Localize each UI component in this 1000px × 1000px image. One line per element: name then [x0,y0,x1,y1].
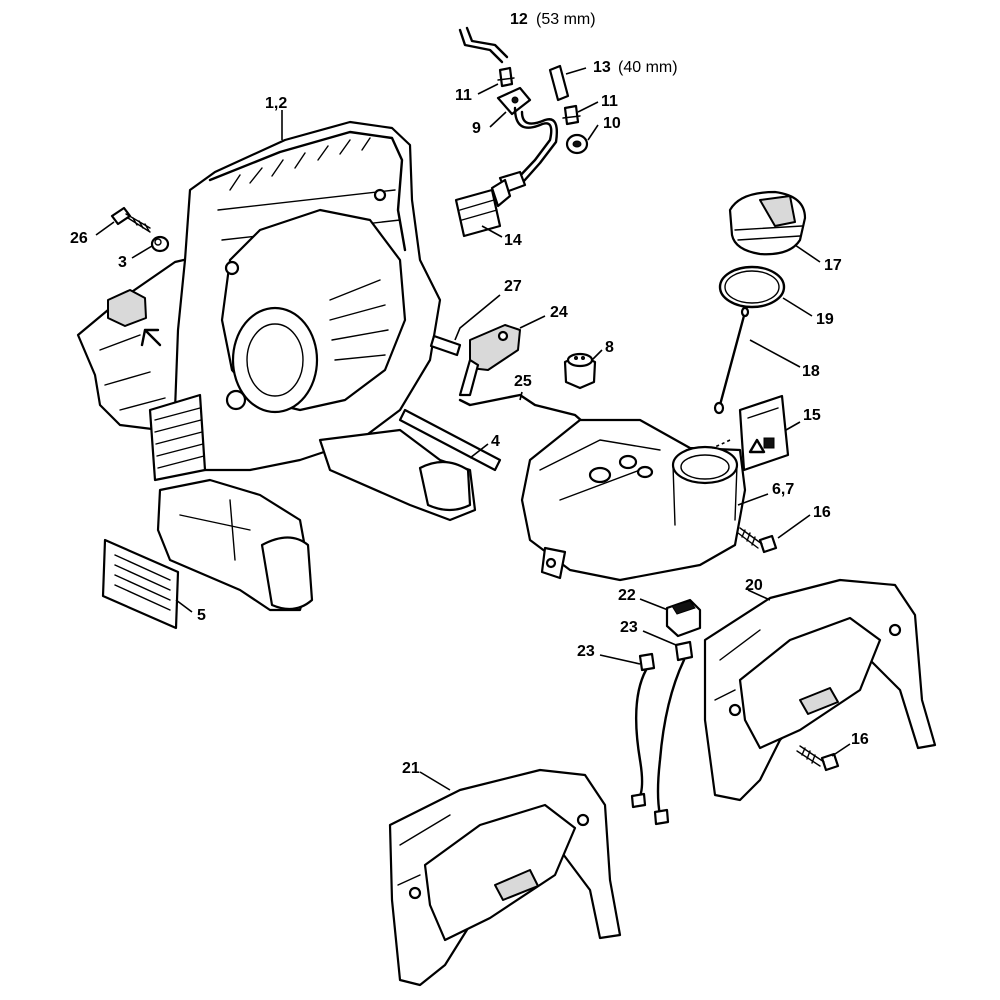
leader-lines [95,67,851,791]
callout-22: 22 [618,587,636,604]
callout-15: 15 [803,407,821,424]
callout-23a: 23 [620,619,638,636]
callout-17: 17 [824,257,842,274]
fuel-filter-part-14[interactable] [454,178,512,238]
callout-labels: 12 (53 mm) 13 (40 mm) 11 11 9 10 1,2 26 … [70,11,869,777]
fuel-tank-part-6-7[interactable] [520,418,747,582]
handle-shell-part-20[interactable] [703,578,937,802]
switch-part-22[interactable] [665,598,702,638]
o-ring-part-19[interactable] [718,265,786,309]
fitting-part-11b[interactable] [562,104,581,126]
callout-19: 19 [816,311,834,328]
callout-16b: 16 [851,731,869,748]
callout-14: 14 [504,232,522,249]
callout-21: 21 [402,760,420,777]
callout-9: 9 [472,120,481,137]
pin-part-27[interactable] [429,334,462,357]
callout-13: 13 [593,59,611,76]
blower-housing-part[interactable] [76,120,477,612]
callout-24: 24 [550,304,568,321]
valve-part-8[interactable] [563,352,597,390]
fuel-hose-part-12[interactable] [458,26,509,64]
callout-18: 18 [802,363,820,380]
callout-4: 4 [491,433,500,450]
callout-11b: 11 [601,93,618,110]
hose-part-13[interactable] [548,64,570,102]
callout-13-note: (40 mm) [618,59,678,76]
callout-10: 10 [603,115,621,132]
callout-12-note: (53 mm) [536,11,596,28]
callout-12: 12 [510,11,528,28]
callout-11a: 11 [455,87,472,104]
screw-part-16a[interactable] [737,527,778,554]
rating-label-part-5[interactable] [101,538,180,630]
tank-cap-part-17[interactable] [728,190,807,256]
throttle-rod-part-25[interactable] [458,393,592,430]
callout-5: 5 [197,607,206,624]
callout-25: 25 [514,373,532,390]
wiring-harness-part-23[interactable] [630,640,694,826]
fitting-part-11a[interactable] [497,66,515,88]
screw-part-16b[interactable] [796,745,840,772]
warning-decal-part-15[interactable] [711,394,790,472]
screw-part-26[interactable] [110,206,151,233]
callout-27: 27 [504,278,522,295]
fuel-line-part-9[interactable] [496,86,559,194]
callout-1-2: 1,2 [265,95,287,112]
callout-3: 3 [118,254,127,271]
callout-26: 26 [70,230,88,247]
callout-8: 8 [605,339,614,356]
handle-shell-part-21[interactable] [388,768,622,987]
throttle-trigger-part-24[interactable] [458,324,521,397]
strap-part-18[interactable] [713,306,750,415]
callout-6-7: 6,7 [772,481,794,498]
nut-part-3[interactable] [150,235,170,253]
callout-23b: 23 [577,643,595,660]
callout-20: 20 [745,577,763,594]
callout-16a: 16 [813,504,831,521]
grommet-part-10[interactable] [565,133,589,155]
